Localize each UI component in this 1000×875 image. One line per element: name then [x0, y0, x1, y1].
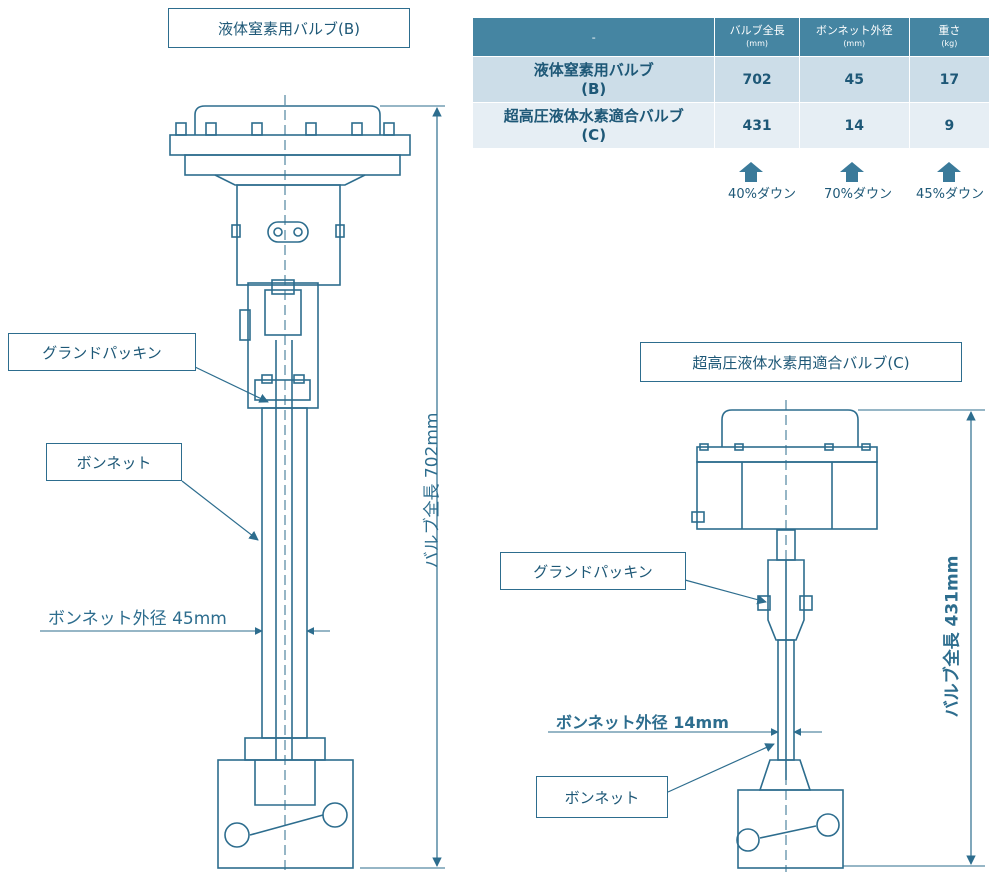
- table-row: 液体窒素用バルブ (B) 702 45 17: [471, 56, 991, 103]
- table-header-length: バルブ全長 (mm): [714, 17, 800, 57]
- valve-b-length: バルブ全長 702mm: [422, 412, 443, 569]
- reduction-diameter: 70%ダウン: [824, 187, 892, 202]
- valve-c-bonnet-label: ボンネット: [536, 776, 668, 818]
- row-diameter-cell: 45: [798, 56, 910, 103]
- valve-c-bonnet-od: ボンネット外径 14mm: [556, 713, 729, 732]
- row-name-cell: 液体窒素用バルブ (B): [471, 56, 716, 103]
- down-arrow-icon-2: [840, 162, 864, 182]
- valve-b-title: 液体窒素用バルブ(B): [168, 8, 410, 48]
- row-name-line2: (B): [581, 79, 607, 98]
- table-header-weight: 重さ (kg): [908, 17, 991, 57]
- valve-c-gland-label: グランドパッキン: [500, 552, 686, 590]
- row-name-line1: 超高圧液体水素適合バルブ: [503, 106, 684, 125]
- header-weight-label: 重さ: [938, 24, 961, 37]
- comparison-table: - バルブ全長 (mm) ボンネット外径 (mm) 重さ (kg) 液体窒素用バ…: [471, 17, 991, 149]
- table-header-row: - バルブ全長 (mm) ボンネット外径 (mm) 重さ (kg): [471, 17, 991, 57]
- table-header-diameter: ボンネット外径 (mm): [798, 17, 910, 57]
- reduction-length: 40%ダウン: [728, 187, 796, 202]
- row-weight-cell: 17: [908, 56, 991, 103]
- header-diameter-label: ボンネット外径: [815, 24, 893, 37]
- down-arrow-icon-3: [937, 162, 961, 182]
- row-name-line2: (C): [581, 125, 607, 144]
- row-name-line1: 液体窒素用バルブ: [533, 60, 654, 79]
- table-row: 超高圧液体水素適合バルブ (C) 431 14 9: [471, 102, 991, 149]
- valve-c-drawing: [548, 400, 985, 872]
- header-weight-unit: (kg): [941, 39, 958, 48]
- row-length-cell: 702: [714, 56, 800, 103]
- row-weight-cell: 9: [908, 102, 991, 149]
- valve-c-length: バルブ全長 431mm: [942, 555, 963, 718]
- valve-b-bonnet-od: ボンネット外径 45mm: [48, 609, 227, 629]
- header-diameter-unit: (mm): [843, 39, 866, 48]
- header-length-unit: (mm): [746, 39, 768, 48]
- down-arrow-icon-1: [739, 162, 763, 182]
- reduction-arrows: [739, 162, 961, 182]
- row-length-cell: 431: [714, 102, 800, 149]
- header-length-label: バルブ全長: [729, 24, 785, 37]
- valve-b-bonnet-label: ボンネット: [46, 443, 182, 481]
- reduction-weight: 45%ダウン: [916, 187, 984, 202]
- row-name-cell: 超高圧液体水素適合バルブ (C): [471, 102, 716, 149]
- valve-b-gland-label: グランドパッキン: [8, 333, 196, 371]
- valve-b-drawing: [40, 95, 445, 870]
- table-header-blank: -: [471, 17, 716, 57]
- row-diameter-cell: 14: [798, 102, 910, 149]
- valve-c-title: 超高圧液体水素用適合バルブ(C): [640, 342, 962, 382]
